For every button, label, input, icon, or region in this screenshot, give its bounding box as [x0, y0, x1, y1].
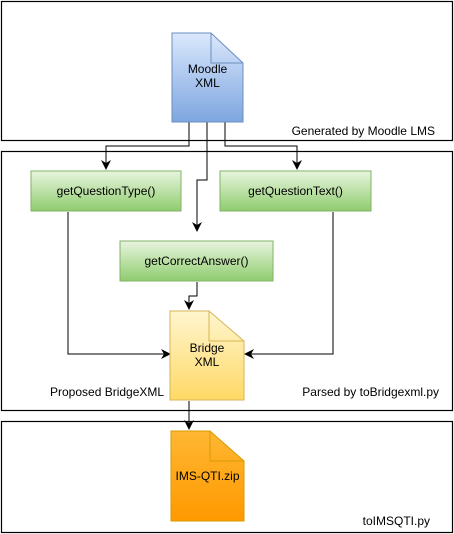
edge-moodle-to-questiontype	[101, 122, 190, 170]
edge-moodle-to-correctanswer	[192, 122, 208, 232]
section-middle-right-label: Parsed by toBridgexml.py	[302, 385, 439, 399]
section-middle-left-label: Proposed BridgeXML	[50, 385, 165, 399]
get-correct-answer-label: getCorrectAnswer()	[144, 254, 249, 268]
bridge-xml-document	[169, 310, 245, 401]
edge-questiontype-to-bridge	[67, 212, 171, 359]
get-correct-answer-box	[119, 240, 274, 282]
get-question-text-label: getQuestionText()	[248, 184, 343, 198]
bridge-xml-fold	[208, 311, 244, 342]
ims-qti-zip-label: IMS-QTI.zip	[175, 469, 240, 483]
get-question-text-box	[219, 170, 372, 212]
bridge-xml-label: Bridge XML	[189, 341, 225, 369]
edge-moodle-to-questiontext	[224, 122, 302, 170]
ims-qti-fold	[209, 431, 244, 462]
moodle-xml-fold	[210, 33, 243, 64]
get-question-type-label: getQuestionType()	[56, 184, 156, 198]
get-question-type-box	[30, 170, 182, 212]
edge-questiontext-to-bridge	[244, 212, 334, 359]
connectors	[67, 122, 334, 430]
section-top-label: Generated by Moodle LMS	[291, 124, 435, 138]
section-bottom-label: toIMSQTI.py	[362, 514, 430, 528]
moodle-xml-document	[171, 32, 244, 123]
edge-correctanswer-to-bridge	[184, 282, 198, 310]
moodle-xml-label: Moodle XML	[187, 62, 228, 90]
ims-qti-document	[170, 430, 245, 522]
